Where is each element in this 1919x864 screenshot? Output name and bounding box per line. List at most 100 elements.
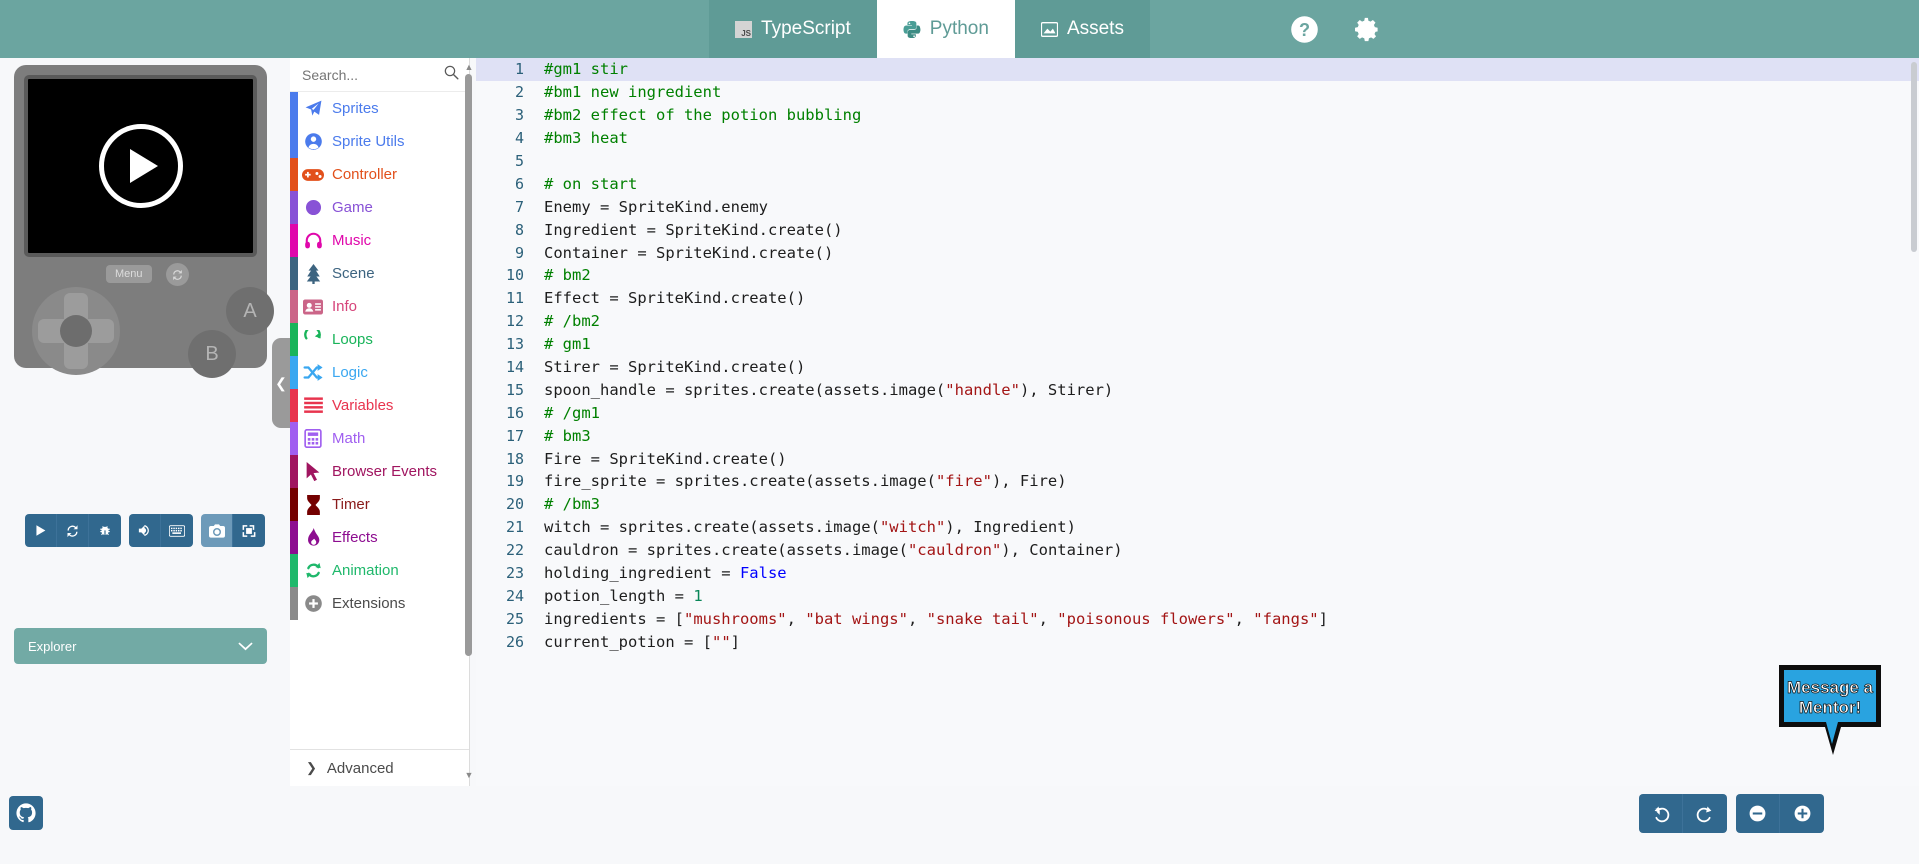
toolbox-category-math[interactable]: Math [290,422,469,455]
toolbox-category-browser-events[interactable]: Browser Events [290,455,469,488]
code-line[interactable]: 4#bm3 heat [476,127,1919,150]
debug-button[interactable] [89,514,121,547]
editor-scroll-thumb[interactable] [1911,62,1917,252]
line-number: 9 [514,243,524,262]
code-line[interactable]: 17# bm3 [476,424,1919,447]
toolbox-category-sprites[interactable]: Sprites [290,92,469,125]
explorer-panel-toggle[interactable]: Explorer [14,628,267,664]
gear-icon[interactable] [1353,15,1382,44]
tab-typescript[interactable]: JS TypeScript [709,0,877,58]
code-line[interactable]: 5 [476,150,1919,173]
toolbox-category-game[interactable]: Game [290,191,469,224]
search-input[interactable] [302,66,432,83]
line-number: 4 [514,129,524,148]
code-token: Container = SpriteKind.create() [544,243,834,262]
mute-button[interactable] [129,514,161,547]
toolbox-category-music[interactable]: Music [290,224,469,257]
redo-button[interactable] [1683,794,1727,833]
toolbox-scroll-thumb[interactable] [465,74,472,656]
toolbox-category-logic[interactable]: Logic [290,356,469,389]
button-b[interactable]: B [188,330,236,378]
toolbox-category-animation[interactable]: Animation [290,554,469,587]
line-number: 8 [514,220,524,239]
zoom-in-button[interactable] [1780,794,1824,833]
toolbox-scrollbar[interactable]: ▲ ▼ [464,62,474,780]
tab-assets[interactable]: Assets [1014,0,1150,58]
toolbox-category-controller[interactable]: Controller [290,158,469,191]
keyboard-button[interactable] [161,514,193,547]
toolbox-category-sprite-utils[interactable]: Sprite Utils [290,125,469,158]
category-label: Info [332,298,358,315]
category-label: Loops [332,331,373,348]
code-token: , [786,609,806,628]
toolbox-category-effects[interactable]: Effects [290,521,469,554]
code-line[interactable]: 9 Container = SpriteKind.create() [476,241,1919,264]
code-line[interactable]: 10# bm2 [476,264,1919,287]
screenshot-button[interactable] [201,514,233,547]
dpad-control[interactable] [32,287,120,375]
code-token: , [1038,609,1058,628]
button-a[interactable]: A [226,287,274,335]
help-circle-icon[interactable]: ? [1290,15,1319,44]
code-line[interactable]: 13# gm1 [476,333,1919,356]
refresh-icon[interactable] [166,263,189,286]
code-line[interactable]: 16# /gm1 [476,401,1919,424]
toolbox-advanced-toggle[interactable]: ❯ Advanced [290,750,469,786]
category-color-bar [290,290,298,323]
code-line[interactable]: 12# /bm2 [476,310,1919,333]
code-token: Stirer = SpriteKind.create() [544,358,806,377]
code-text: #gm1 stir [534,60,628,78]
simulator-play-overlay-button[interactable] [98,124,183,208]
toolbox-category-scene[interactable]: Scene [290,257,469,290]
toolbox-category-loops[interactable]: Loops [290,323,469,356]
dpad-center[interactable] [60,315,92,347]
editor-scrollbar[interactable] [1910,58,1919,786]
github-icon[interactable] [9,796,43,830]
code-token: #gm1 stir [544,60,628,79]
undo-button[interactable] [1639,794,1683,833]
search-icon[interactable] [444,65,459,85]
code-line[interactable]: 1#gm1 stir [476,58,1919,81]
menu-button[interactable]: Menu [106,265,152,283]
code-line[interactable]: 2#bm1 new ingredient [476,81,1919,104]
toolbox-scroll-up-arrow[interactable]: ▲ [464,62,474,72]
zoom-out-button[interactable] [1736,794,1780,833]
tab-python[interactable]: Python [876,0,1015,58]
code-line[interactable]: 6# on start [476,172,1919,195]
collapse-simulator-handle[interactable]: ❮ [272,338,290,428]
code-token: holding_ingredient = [544,564,740,583]
code-line[interactable]: 3#bm2 effect of the potion bubbling [476,104,1919,127]
code-text: Effect = SpriteKind.create() [534,289,805,307]
toolbox-category-timer[interactable]: Timer [290,488,469,521]
toolbox-category-extensions[interactable]: Extensions [290,587,469,620]
fullscreen-button[interactable] [233,514,265,547]
play-triangle-icon [130,149,158,183]
play-button[interactable] [25,514,57,547]
code-token: 1 [693,586,703,605]
toolbox-category-info[interactable]: Info [290,290,469,323]
button-b-label: B [205,342,219,365]
code-line[interactable]: 20# /bm3 [476,493,1919,516]
simulator-screen[interactable] [24,75,257,257]
button-a-label: A [243,299,257,322]
toolbox-scroll-down-arrow[interactable]: ▼ [464,770,474,780]
paper-plane-icon [300,99,326,118]
toolbox-category-variables[interactable]: Variables [290,389,469,422]
code-token: ), Fire) [991,472,1067,491]
message-a-mentor-widget[interactable]: Message a Mentor! [1771,657,1889,762]
restart-button[interactable] [57,514,89,547]
